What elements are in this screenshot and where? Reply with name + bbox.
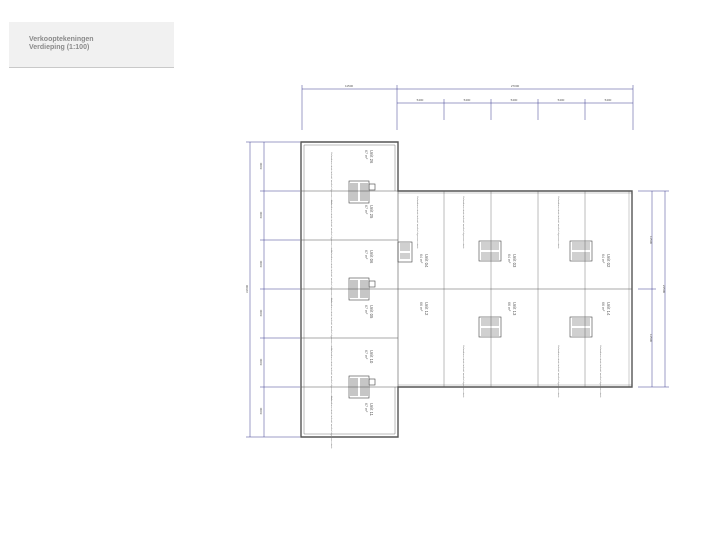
stair-core-west-3 [348, 375, 376, 399]
stair-core-east-3 [569, 240, 593, 262]
unit-name: Unit 14 [606, 302, 611, 316]
unit-label: Unit 05 67 m² [364, 305, 374, 319]
dim-top-2: 27000 [511, 84, 520, 88]
unit-note: Verhuurbare ruimte inclusief aandeel alg… [599, 345, 602, 398]
dim-left-sub-5: 6000 [259, 358, 263, 365]
drawing-subtitle: Verdieping (1:100) [29, 44, 90, 51]
dim-top-1: 11500 [345, 84, 353, 88]
unit-name: Unit 10 [369, 350, 374, 364]
drawing-title: Verkooptekeningen [29, 36, 94, 43]
unit-notes: Verhuurbare ruimte inclusief aandeel alg… [330, 152, 602, 449]
dim-left-overall: 31800 [245, 284, 249, 293]
dim-right-sub-1: 11500 [649, 236, 653, 244]
east-wing-units: Unit 04 64 m² Unit 03 64 m² Unit 02 64 m… [419, 254, 611, 316]
unit-area: 64 m² [419, 254, 423, 264]
unit-label: Unit 06 67 m² [364, 250, 374, 264]
unit-note: Verhuurbare ruimte inclusief aandeel alg… [462, 345, 465, 398]
unit-note: Verhuurbare ruimte inclusief aandeel alg… [330, 348, 333, 401]
dim-top-sub-5: 5400 [605, 98, 612, 102]
unit-area: 66 m² [419, 302, 423, 312]
unit-name: Unit 05 [369, 305, 374, 319]
unit-name: Unit 02 [606, 254, 611, 268]
unit-name: Unit 06 [369, 250, 374, 264]
unit-label: Unit 25 67 m² [364, 205, 374, 219]
dim-left-sub-6: 6000 [259, 407, 263, 414]
dimension-lines [246, 85, 669, 438]
unit-area: 67 m² [364, 403, 368, 413]
dim-top-sub-1: 5400 [417, 98, 424, 102]
unit-note: Verhuurbare ruimte inclusief aandeel alg… [330, 200, 333, 253]
unit-note: Verhuurbare ruimte inclusief aandeel alg… [330, 396, 333, 449]
dim-top-sub-2: 5400 [464, 98, 471, 102]
unit-area: 67 m² [364, 205, 368, 215]
unit-label: Unit 02 64 m² [601, 254, 611, 268]
unit-area: 64 m² [507, 254, 511, 264]
unit-area: 67 m² [364, 350, 368, 360]
unit-note: Verhuurbare ruimte inclusief aandeel alg… [330, 152, 333, 205]
unit-label: Unit 03 64 m² [507, 254, 517, 268]
dim-left-sub-3: 6000 [259, 260, 263, 267]
unit-label: Unit 10 67 m² [364, 350, 374, 364]
unit-note: Verhuurbare ruimte inclusief aandeel alg… [557, 196, 560, 249]
unit-note: Verhuurbare ruimte inclusief aandeel alg… [330, 298, 333, 351]
unit-name: Unit 03 [512, 254, 517, 268]
unit-label: Unit 12 66 m² [419, 302, 429, 316]
dim-left-sub-4: 6000 [259, 309, 263, 316]
unit-area: 66 m² [601, 302, 605, 312]
unit-area: 67 m² [364, 305, 368, 315]
building-walls [300, 141, 633, 438]
dim-top-sub-4: 5400 [558, 98, 565, 102]
core-blocks [348, 180, 593, 399]
unit-label: Unit 26 67 m² [364, 150, 374, 164]
stair-core-west-2 [348, 277, 376, 301]
dim-right-overall: 21500 [662, 285, 666, 294]
left-wing-units: Unit 26 67 m² Unit 25 67 m² Unit 06 67 m… [364, 150, 374, 417]
drawing-title-block: Verkooptekeningen Verdieping (1:100) [9, 22, 174, 68]
dim-top-sub-3: 5400 [511, 98, 518, 102]
unit-area: 67 m² [364, 250, 368, 260]
unit-note: Verhuurbare ruimte inclusief aandeel alg… [416, 196, 419, 249]
unit-note: Verhuurbare ruimte inclusief aandeel alg… [462, 196, 465, 249]
dim-left-sub-2: 6000 [259, 211, 263, 218]
unit-name: Unit 04 [424, 254, 429, 268]
unit-name: Unit 12 [424, 302, 429, 316]
unit-name: Unit 25 [369, 205, 374, 219]
unit-name: Unit 11 [369, 403, 374, 417]
dim-left-sub-1: 6000 [259, 162, 263, 169]
unit-name: Unit 26 [369, 150, 374, 164]
unit-area: 66 m² [507, 302, 511, 312]
unit-label: Unit 11 67 m² [364, 403, 374, 417]
unit-area: 67 m² [364, 150, 368, 160]
unit-note: Verhuurbare ruimte inclusief aandeel alg… [330, 250, 333, 303]
stair-core-east-5 [397, 241, 413, 263]
unit-label: Unit 04 64 m² [419, 254, 429, 268]
unit-label: Unit 14 66 m² [601, 302, 611, 316]
stair-core-east-4 [569, 316, 593, 338]
unit-label: Unit 13 66 m² [507, 302, 517, 316]
stair-core-west-1 [348, 180, 376, 204]
unit-note: Verhuurbare ruimte inclusief aandeel alg… [557, 345, 560, 398]
dim-right-sub-2: 11500 [649, 334, 653, 342]
stair-core-east-2 [478, 316, 502, 338]
stair-core-east-1 [478, 240, 502, 262]
unit-area: 64 m² [601, 254, 605, 264]
unit-name: Unit 13 [512, 302, 517, 316]
